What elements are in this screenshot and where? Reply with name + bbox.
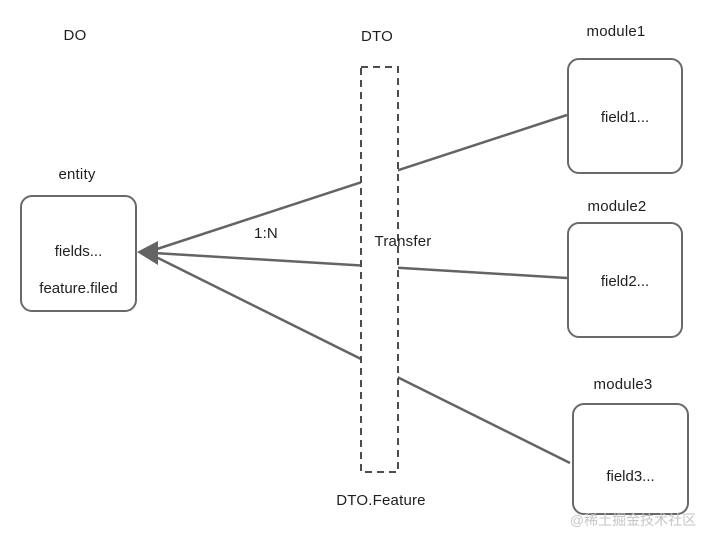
entity-node: fields... feature.filed <box>20 195 137 312</box>
entity-title-label: entity <box>58 166 96 183</box>
entity-fields-text: fields... <box>54 243 103 260</box>
module3-title-label: module3 <box>593 376 653 393</box>
entity-feature-text: feature.filed <box>39 280 118 297</box>
dto-column-label: DTO <box>361 28 393 45</box>
arrowhead-icon <box>137 241 158 265</box>
transfer-label: Transfer <box>374 233 432 250</box>
module3-field-text: field3... <box>606 468 655 485</box>
module2-field-text: field2... <box>600 273 650 290</box>
module2-node: field2... <box>567 222 683 338</box>
module1-node: field1... <box>567 58 683 174</box>
module3-node: field3... <box>572 403 689 515</box>
do-column-label: DO <box>63 27 87 44</box>
module1-field-text: field1... <box>600 109 650 126</box>
relation-1n-label: 1:N <box>254 225 278 242</box>
dto-transfer-dashed-box <box>360 66 399 473</box>
watermark: @稀土掘金技术社区 <box>569 512 697 528</box>
module1-title-label: module1 <box>586 23 646 40</box>
module2-title-label: module2 <box>587 198 647 215</box>
dto-feature-caption: DTO.Feature <box>336 492 426 509</box>
